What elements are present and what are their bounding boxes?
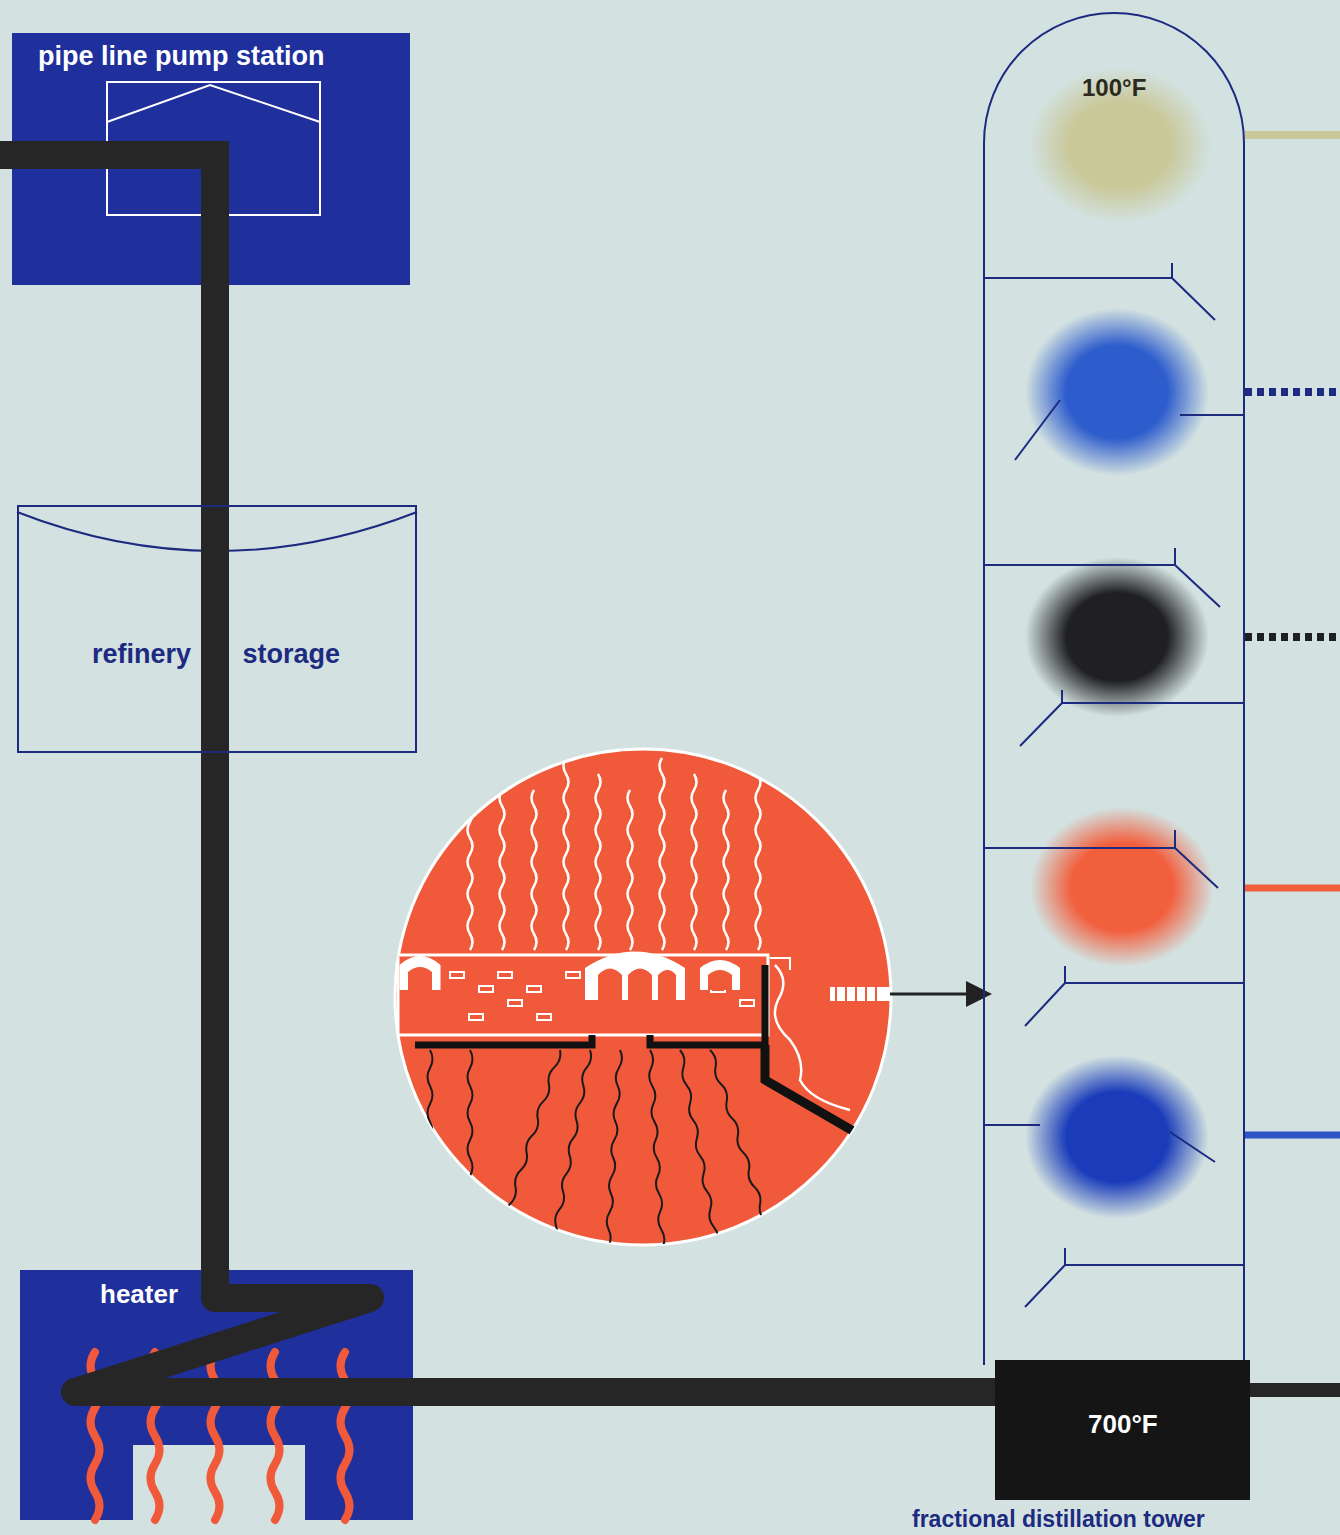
art-path — [628, 790, 633, 950]
art-path — [496, 1049, 562, 1239]
bubble-cap-detail — [395, 749, 992, 1248]
art-path — [985, 263, 1215, 320]
art-path — [1245, 388, 1340, 396]
art-path — [468, 1050, 473, 1248]
art-path — [605, 1050, 622, 1248]
art-path — [724, 790, 729, 950]
art-path — [836, 987, 876, 1001]
art-path — [985, 1125, 1215, 1162]
art-path — [770, 958, 790, 970]
art-path — [648, 1050, 665, 1248]
tower-caption: fractional distillation tower — [912, 1506, 1205, 1532]
art-path — [1025, 966, 1243, 1026]
art-g — [398, 758, 860, 1248]
art-path — [596, 774, 601, 950]
art-path — [107, 85, 320, 122]
art-path — [756, 758, 761, 950]
art-path — [341, 1352, 350, 1520]
tower-outline — [983, 12, 1245, 1502]
art-path — [400, 957, 440, 991]
art-ellipse — [1030, 807, 1214, 967]
art-path — [700, 960, 740, 990]
tower-base-box: 700°F — [995, 1360, 1250, 1500]
art-path — [1015, 400, 1243, 460]
art-path — [532, 790, 537, 950]
art-path — [1020, 690, 1243, 746]
distillation-tower: 100°Ffractional distillation tower700°F — [983, 12, 1245, 1502]
pipe-connector — [201, 285, 229, 1270]
fraction-blobs — [1025, 67, 1214, 1219]
art-path — [428, 1050, 433, 1248]
box-label: refinery storage — [92, 639, 340, 670]
art-path — [1250, 1383, 1340, 1397]
art-path — [1245, 1132, 1340, 1139]
art-ellipse — [1025, 308, 1209, 476]
box-heading: heater — [100, 1280, 178, 1310]
art-path — [479, 986, 493, 992]
art-ellipse — [1025, 1055, 1209, 1219]
art-path — [1245, 885, 1340, 892]
box-heading: pipe line pump station — [38, 41, 325, 72]
art-path — [1025, 1248, 1243, 1307]
art-path — [469, 1014, 483, 1020]
art-path — [1245, 131, 1340, 139]
art-path — [660, 758, 665, 950]
heater-coil — [75, 1268, 415, 1392]
art-path — [585, 952, 685, 1001]
pipe-connector — [413, 1378, 995, 1406]
art-path — [598, 969, 676, 1001]
draw-off-lines — [1245, 135, 1340, 1390]
art-path — [692, 774, 697, 950]
art-path — [468, 758, 473, 950]
art-path — [527, 986, 541, 992]
art-path — [415, 965, 765, 1045]
art-rect — [830, 987, 890, 1001]
art-g — [428, 1049, 774, 1248]
tower-trays — [985, 263, 1243, 1307]
art-path — [564, 758, 569, 950]
tower-wall — [984, 13, 1244, 1365]
art-rect — [398, 955, 768, 1035]
art-path — [1245, 633, 1340, 641]
art-path — [500, 774, 505, 950]
art-path — [537, 1014, 551, 1020]
art-path — [550, 1050, 592, 1245]
art-path — [740, 1000, 754, 1006]
art-path — [966, 981, 992, 1007]
art-path — [566, 972, 580, 978]
art-path — [211, 1352, 220, 1520]
art-path — [508, 1000, 522, 1006]
temperature-label: 700°F — [1088, 1410, 1158, 1440]
art-path — [450, 972, 464, 978]
storage-tank-box: refinery storage — [17, 505, 417, 753]
art-path — [890, 993, 968, 996]
art-path — [765, 1045, 860, 1135]
art-path — [708, 970, 732, 990]
art-path — [985, 548, 1220, 607]
art-circle — [395, 749, 891, 1245]
art-path — [985, 830, 1218, 888]
art-path — [498, 972, 512, 978]
temperature-label: 100°F — [1082, 74, 1146, 102]
art-ellipse — [1028, 67, 1212, 223]
art-path — [408, 967, 432, 990]
art-path — [678, 1050, 720, 1245]
art-path — [271, 1352, 280, 1520]
art-ellipse — [1025, 557, 1209, 717]
inlet-pipe — [0, 155, 215, 287]
art-path — [775, 965, 850, 1110]
art-g — [468, 758, 761, 950]
